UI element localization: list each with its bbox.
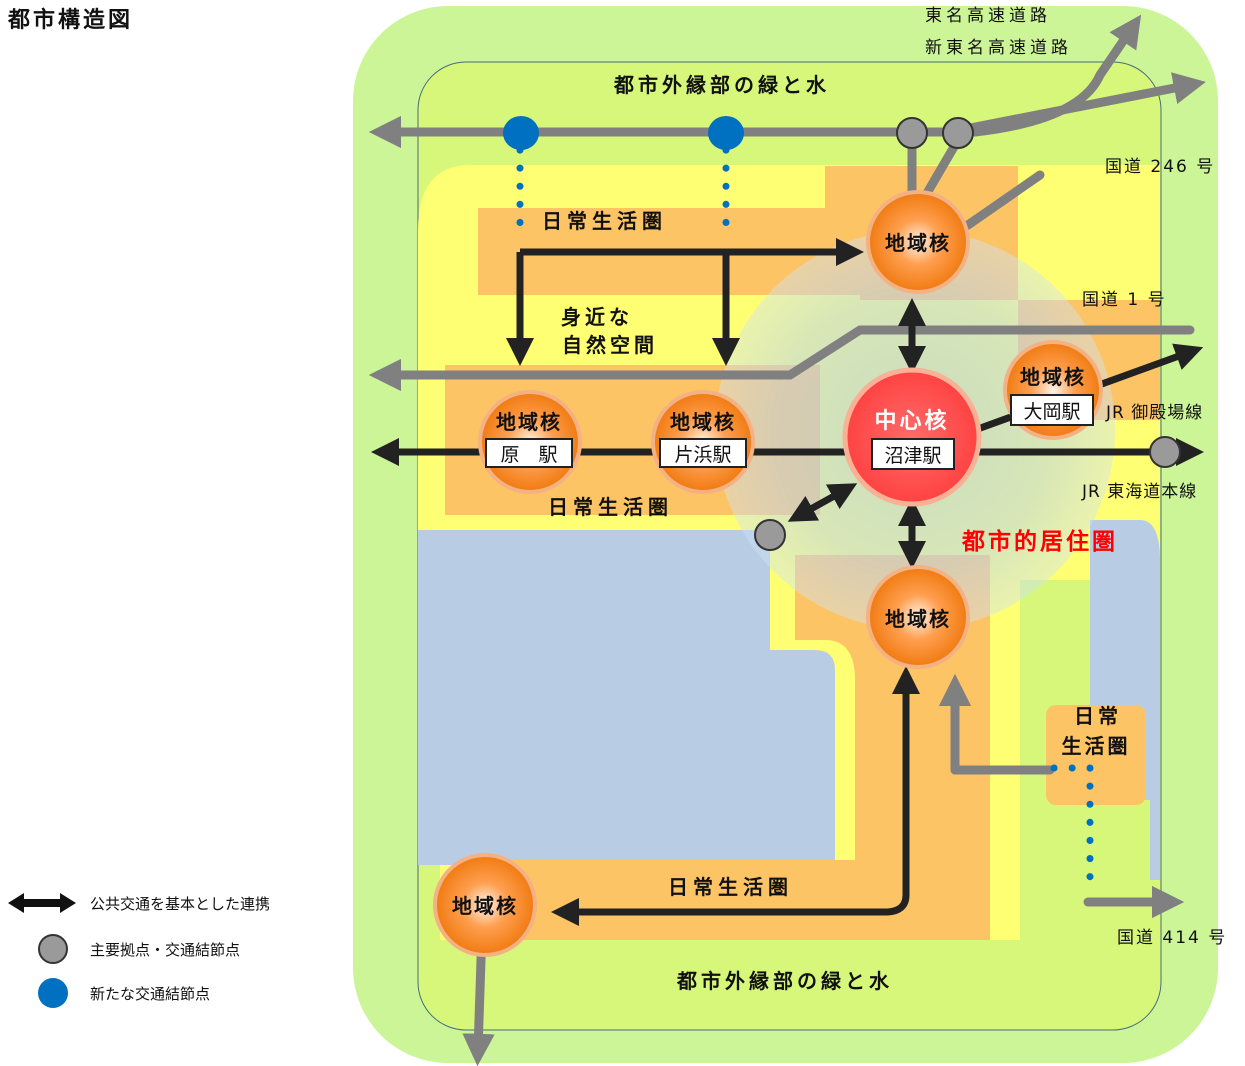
outer-zone-label-bottom: 都市外縁部の緑と水 xyxy=(676,969,893,993)
hub-south-label: 地域核 xyxy=(885,607,951,631)
hub-north-label: 地域核 xyxy=(885,231,951,255)
hub-south-circle xyxy=(866,565,970,669)
legend-text-major-node: 主要拠点・交通結節点 xyxy=(90,940,241,959)
legend-text-new-node: 新たな交通結節点 xyxy=(90,984,211,1003)
outer-zone-label-top: 都市外縁部の緑と水 xyxy=(613,73,830,97)
hub-north-circle xyxy=(866,190,970,294)
hub-center-label: 中心核 xyxy=(874,408,949,434)
rail-label-gotemba: JR 御殿場線 xyxy=(1105,403,1203,423)
gray-node-group xyxy=(754,117,1181,551)
blue-node-middle xyxy=(708,116,744,150)
double-arrow-icon xyxy=(8,893,76,913)
gray-node-tokaido-east xyxy=(1149,436,1181,468)
gray-node-tomei-2 xyxy=(942,117,974,149)
blue-node-group xyxy=(503,116,744,150)
hub-katahama-station: 片浜駅 xyxy=(674,444,731,466)
hub-hara-label: 地域核 xyxy=(496,410,562,434)
rail-label-tokaido: JR 東海道本線 xyxy=(1081,482,1197,502)
road-label-shin-tomei: 新東名高速道路 xyxy=(925,38,1072,58)
legend-item-new-node: 新たな交通結節点 xyxy=(8,976,210,1010)
nature-label-1: 身近な xyxy=(561,305,633,329)
road-label-246: 国道 246 号 xyxy=(1105,157,1215,177)
legend-item-transit: 公共交通を基本とした連携 xyxy=(8,886,270,920)
gray-node-tomei-1 xyxy=(896,117,928,149)
page-title: 都市構造図 xyxy=(8,8,134,33)
daily-zone-label-south: 日常生活圏 xyxy=(668,875,793,899)
station-box-ooka xyxy=(1010,394,1094,426)
gray-circle-icon xyxy=(38,934,68,964)
legend-text-transit: 公共交通を基本とした連携 xyxy=(90,894,271,913)
new-transit-dotted-links xyxy=(516,146,1094,889)
road-label-tomei: 東名高速道路 xyxy=(925,6,1051,26)
daily-zone-label-west: 日常生活圏 xyxy=(548,495,673,519)
blue-node-west xyxy=(503,116,539,150)
daily-zone-label-southeast-1: 日常 xyxy=(1074,704,1122,728)
urban-residential-label: 都市的居住圏 xyxy=(961,528,1118,555)
hub-southwest-label: 地域核 xyxy=(452,894,518,918)
national-roads xyxy=(368,14,1206,1066)
hub-center-station: 沼津駅 xyxy=(884,445,941,467)
gray-node-southwest xyxy=(754,519,786,551)
nature-label-2: 自然空間 xyxy=(562,333,658,357)
daily-zone-label-north: 日常生活圏 xyxy=(542,209,667,233)
orange-daily-zone-southeast xyxy=(1046,705,1146,805)
station-boxes xyxy=(485,394,1094,470)
station-box-katahama xyxy=(659,438,747,468)
station-box-numazu xyxy=(871,438,955,470)
hub-center-circle xyxy=(842,367,982,507)
road-label-route1: 国道 1 号 xyxy=(1082,290,1167,310)
daily-zone-label-southeast-2: 生活圏 xyxy=(1062,734,1131,758)
hub-hara-station: 原 駅 xyxy=(500,444,557,466)
hub-katahama-label: 地域核 xyxy=(670,410,736,434)
hub-ooka-station: 大岡駅 xyxy=(1023,401,1080,423)
road-label-414: 国道 414 号 xyxy=(1117,928,1227,948)
blue-circle-icon xyxy=(38,978,68,1008)
hub-ooka-label: 地域核 xyxy=(1020,365,1086,389)
station-box-hara xyxy=(485,438,573,468)
legend-item-major-node: 主要拠点・交通結節点 xyxy=(8,932,240,966)
hub-southwest-circle xyxy=(433,853,537,957)
